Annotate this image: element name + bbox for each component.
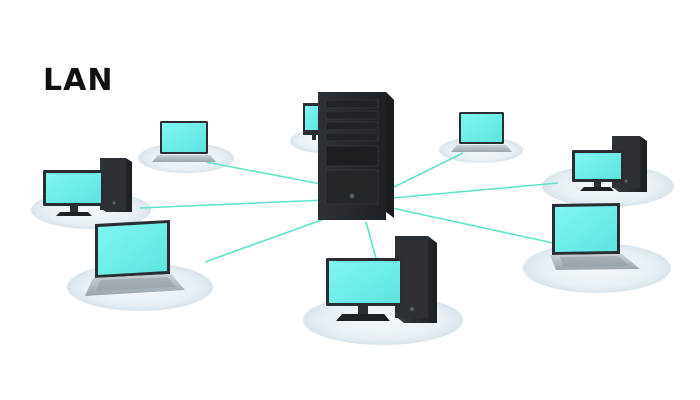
server-tower [318,92,394,220]
diagram-title: LAN [43,63,114,98]
desktop-right [572,136,647,192]
link-desktop-right [391,182,559,199]
laptop-bottom-left [85,220,185,296]
link-laptop-bottom-right [391,207,554,244]
link-desktop-left [139,199,327,209]
link-laptop-top-right [391,152,464,189]
link-desktop-bottom-center [365,221,377,259]
desktop-left [43,158,132,216]
link-laptop-top-left [205,161,327,186]
link-laptop-bottom-left [204,216,331,263]
desktop-bottom-center [326,236,437,323]
laptop-top-left [152,121,216,162]
laptop-top-right [451,112,512,152]
links [139,152,559,263]
laptop-bottom-right [550,203,640,270]
